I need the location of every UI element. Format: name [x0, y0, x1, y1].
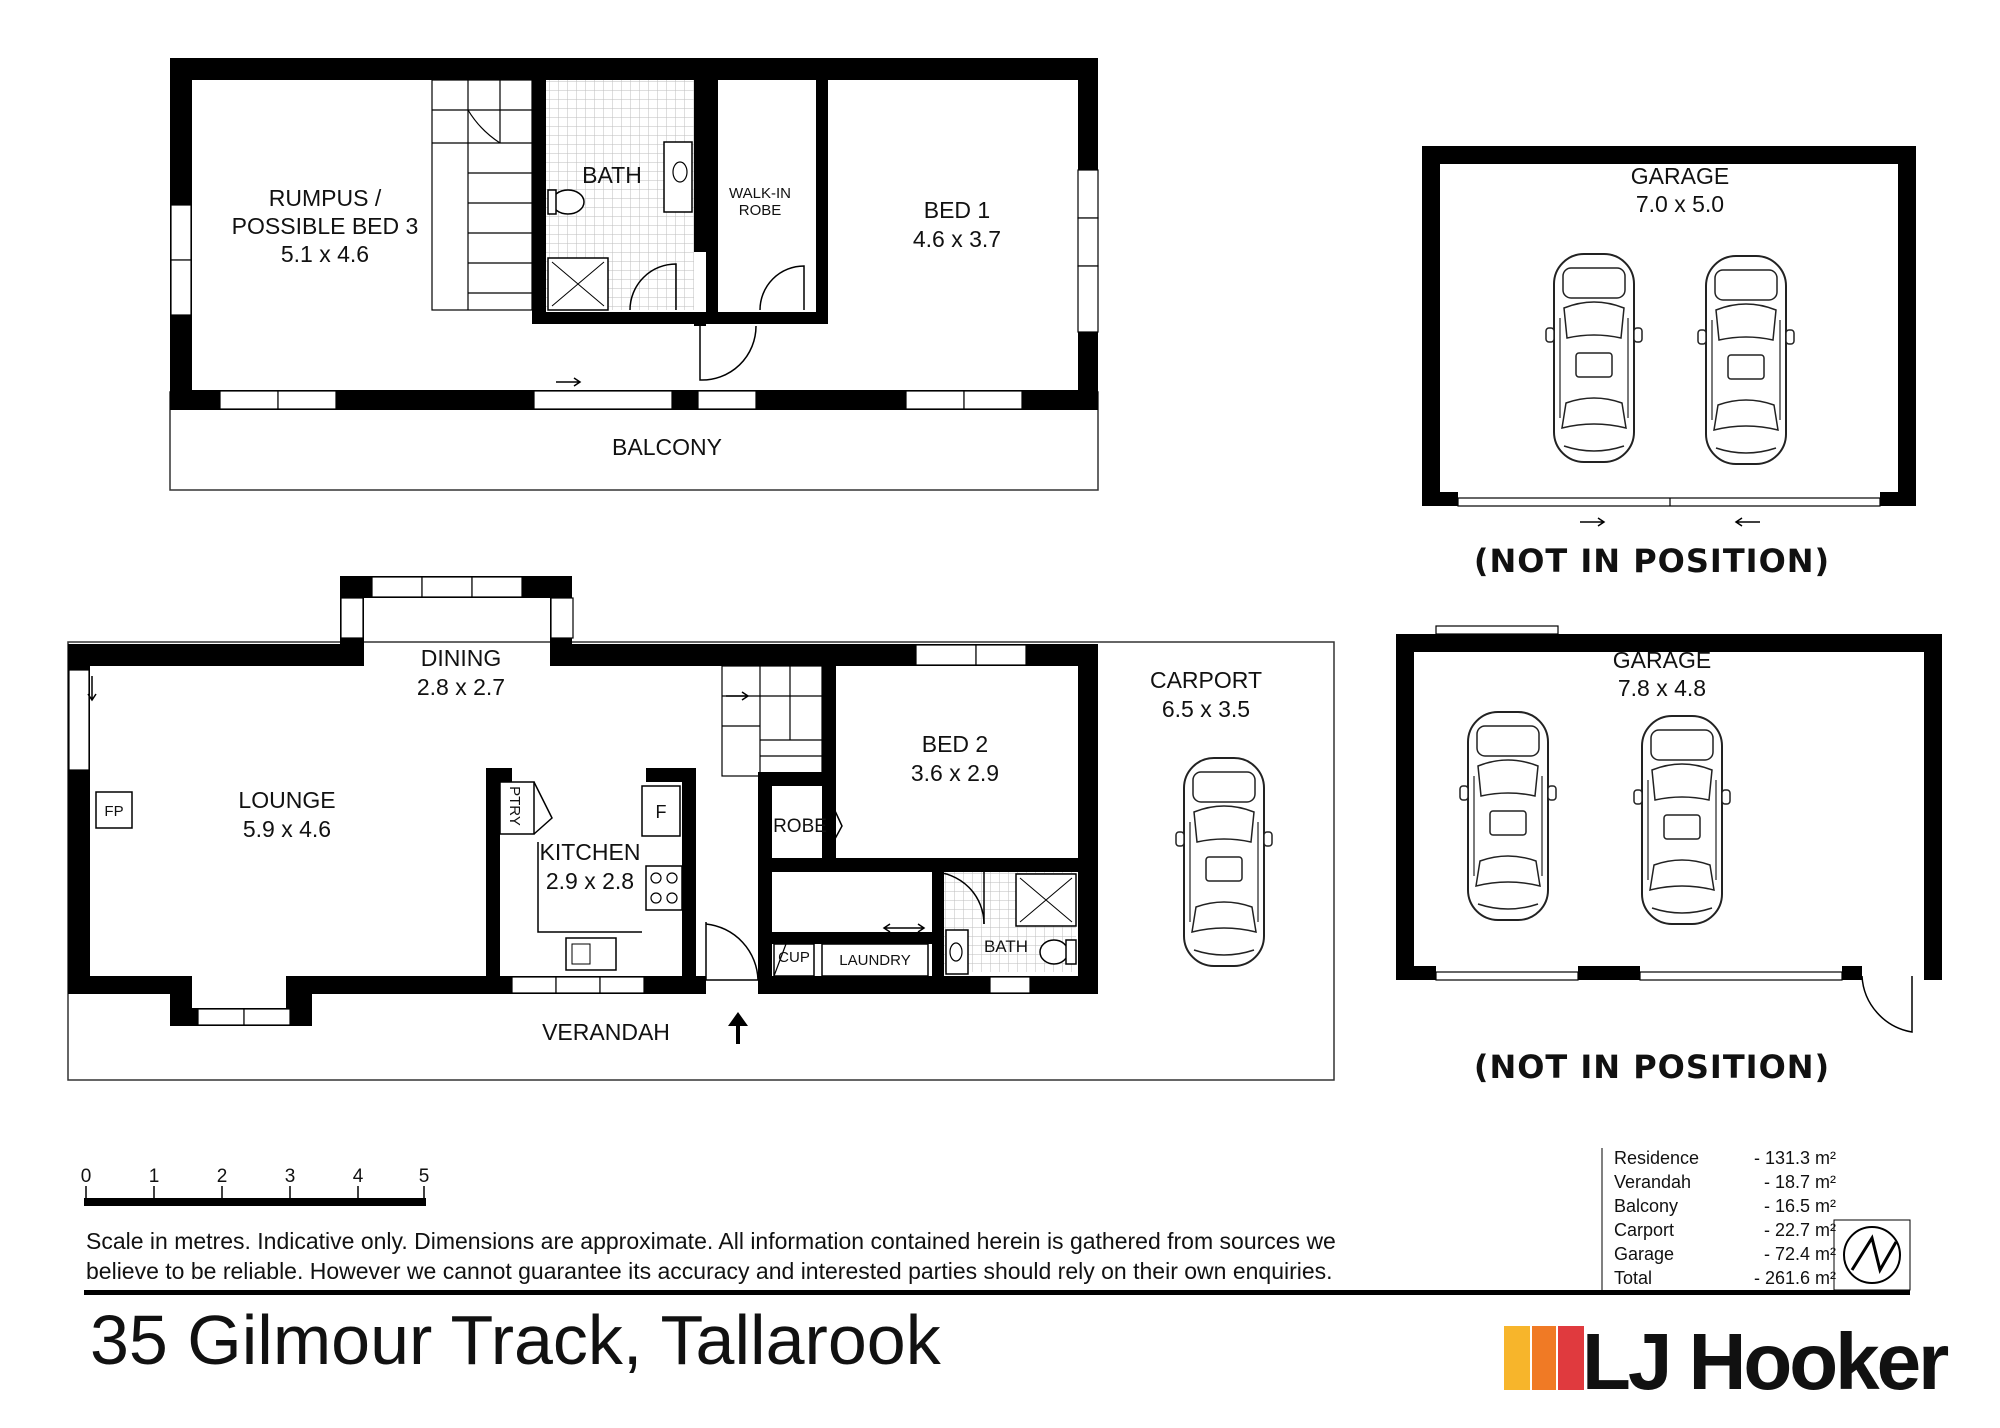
- cooktop: [645, 865, 683, 911]
- lower-vanity: [945, 929, 969, 975]
- rumpus-label: RUMPUS /: [269, 185, 382, 211]
- walkin-robe-label: WALK-IN: [729, 185, 791, 202]
- not-in-position-top: (NOT IN POSITION): [1474, 542, 1830, 580]
- fridge: [641, 785, 681, 837]
- upper-wall-top: [170, 58, 1098, 80]
- bed1-label: BED 1: [924, 197, 990, 223]
- cupboard-label: CUP: [778, 949, 810, 966]
- pantry-label: PTRY: [506, 786, 523, 826]
- carport-label: CARPORT: [1150, 667, 1262, 693]
- area-label: Verandah: [1614, 1172, 1692, 1192]
- car-icon: [1459, 711, 1557, 921]
- area-value: - 131.3 m²: [1753, 1148, 1836, 1168]
- rumpus-size: 5.1 x 4.6: [281, 241, 369, 267]
- garage-top-size: 7.0 x 5.0: [1636, 191, 1724, 217]
- area-row: Residence - 131.3 m²: [1614, 1146, 1836, 1170]
- north-arrow-icon: [1850, 1234, 1898, 1274]
- upper-toilet: [551, 189, 585, 215]
- robe-label: ROBE: [773, 816, 827, 837]
- area-label: Total: [1614, 1268, 1653, 1288]
- disclaimer: Scale in metres. Indicative only. Dimens…: [86, 1226, 1606, 1286]
- garage-top-label: GARAGE: [1631, 163, 1729, 189]
- laundry-label: LAUNDRY: [839, 952, 910, 969]
- brand-logo-text: LJ Hooker: [1582, 1317, 1949, 1406]
- lower-windows: [68, 576, 1031, 1026]
- kitchen-label: KITCHEN: [540, 839, 641, 865]
- scale-tick-label: 3: [285, 1166, 296, 1187]
- garage-bottom-size: 7.8 x 4.8: [1618, 675, 1706, 701]
- car-icon: [1175, 757, 1273, 967]
- upper-stairs: [431, 79, 533, 311]
- area-value: - 22.7 m²: [1763, 1220, 1836, 1240]
- lounge-size: 5.9 x 4.6: [243, 816, 331, 842]
- bed1-size: 4.6 x 3.7: [913, 226, 1001, 252]
- lounge-label: LOUNGE: [238, 787, 335, 813]
- dining-label: DINING: [421, 645, 502, 671]
- upper-vanity: [663, 141, 693, 213]
- area-row: Balcony - 16.5 m²: [1614, 1194, 1836, 1218]
- property-address: 35 Gilmour Track, Tallarook: [90, 1301, 941, 1379]
- lj-hooker-stripes-icon: [1504, 1326, 1584, 1390]
- area-value: - 72.4 m²: [1763, 1244, 1836, 1264]
- area-label: Carport: [1614, 1220, 1675, 1240]
- garage-bottom-label: GARAGE: [1613, 647, 1711, 673]
- laundry-tub: [821, 943, 929, 977]
- carport-size: 6.5 x 3.5: [1162, 696, 1250, 722]
- lower-stairs: [721, 665, 823, 777]
- fridge-label: F: [656, 802, 667, 822]
- area-row: Verandah - 18.7 m²: [1614, 1170, 1836, 1194]
- disclaimer-line-1: Scale in metres. Indicative only. Dimens…: [86, 1228, 1336, 1254]
- car-icon: [1697, 255, 1795, 465]
- pantry: [499, 781, 535, 835]
- area-row: Total - 261.6 m²: [1614, 1266, 1836, 1290]
- bed2-size: 3.6 x 2.9: [911, 760, 999, 786]
- lower-toilet: [1039, 939, 1069, 965]
- upper-bath-label: BATH: [582, 162, 642, 188]
- compass-box: [1833, 1219, 1911, 1291]
- garage-top: GARAGE 7.0 x 5.0 (NOT IN POSITION): [1422, 146, 1916, 580]
- lower-bath-label: BATH: [984, 937, 1028, 956]
- garage-bottom: GARAGE 7.8 x 4.8 (NOT IN POSITION): [1396, 625, 1942, 1086]
- rumpus-label-2: POSSIBLE BED 3: [232, 213, 419, 239]
- scale-tick-label: 5: [419, 1166, 430, 1187]
- not-in-position-bottom: (NOT IN POSITION): [1474, 1048, 1830, 1086]
- fireplace: [95, 791, 133, 829]
- disclaimer-line-2: believe to be reliable. However we canno…: [86, 1258, 1333, 1284]
- dining-size: 2.8 x 2.7: [417, 674, 505, 700]
- area-row: Carport - 22.7 m²: [1614, 1218, 1836, 1242]
- scale-bar: 0 1 2 3 4 5: [81, 1166, 430, 1206]
- cupboard: [773, 943, 815, 977]
- scale-tick-label: 4: [353, 1166, 364, 1187]
- entry-arrow-icon: [728, 1012, 748, 1044]
- area-row: Garage - 72.4 m²: [1614, 1242, 1836, 1266]
- area-value: - 261.6 m²: [1753, 1268, 1836, 1288]
- area-value: - 16.5 m²: [1763, 1196, 1836, 1216]
- balcony-label: BALCONY: [612, 434, 722, 460]
- footer-rule: [84, 1290, 1910, 1295]
- area-value: - 18.7 m²: [1763, 1172, 1836, 1192]
- car-icon: [1633, 715, 1731, 925]
- area-label: Balcony: [1614, 1196, 1679, 1216]
- bed2-label: BED 2: [922, 731, 988, 757]
- kitchen-size: 2.9 x 2.8: [546, 868, 634, 894]
- area-schedule: Residence - 131.3 m² Verandah - 18.7 m² Ba…: [1614, 1146, 1836, 1290]
- area-label: Residence: [1614, 1148, 1700, 1168]
- verandah-label: VERANDAH: [542, 1019, 670, 1045]
- area-label: Garage: [1614, 1244, 1675, 1264]
- upper-windows: [170, 169, 1099, 410]
- walkin-robe-label-2: ROBE: [739, 202, 782, 219]
- scale-tick-label: 1: [149, 1166, 160, 1187]
- upper-floor: RUMPUS / POSSIBLE BED 3 5.1 x 4.6 BATH W…: [169, 58, 1099, 491]
- fireplace-label: FP: [104, 803, 123, 820]
- scale-tick-label: 2: [217, 1166, 228, 1187]
- kitchen-counter: [537, 842, 642, 933]
- car-icon: [1545, 253, 1643, 463]
- lower-floor: DINING 2.8 x 2.7 LOUNGE 5.9 x 4.6 FP PTR…: [67, 576, 1335, 1081]
- scale-tick-label: 0: [81, 1166, 92, 1187]
- kitchen-sink: [565, 937, 617, 971]
